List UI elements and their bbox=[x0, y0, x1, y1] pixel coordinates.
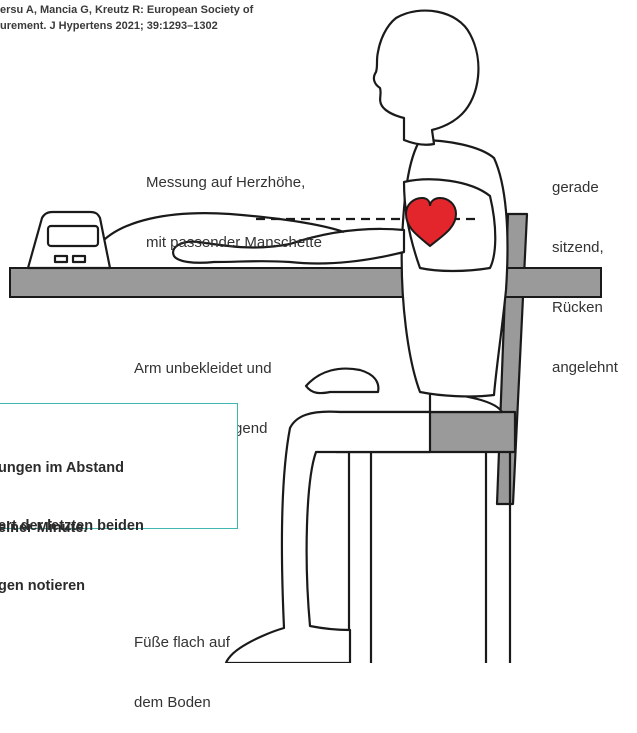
posture-label-line-1: gerade bbox=[552, 178, 618, 198]
info-item-2: ert der letzten beiden gen notieren bbox=[0, 476, 144, 636]
monitor-button-right bbox=[73, 256, 85, 262]
feet-label: Füße flach auf dem Boden bbox=[134, 593, 230, 733]
arm-label-line-1: Arm unbekleidet und bbox=[134, 359, 272, 379]
citation: ersu A, Mancia G, Kreutz R: European Soc… bbox=[0, 2, 253, 34]
info-item-1-line-1: ungen im Abstand bbox=[0, 458, 124, 478]
posture-label-line-4: angelehnt bbox=[552, 358, 618, 378]
measurement-label: Messung auf Herzhöhe, mit passender Mans… bbox=[146, 133, 322, 273]
measurement-label-line-1: Messung auf Herzhöhe, bbox=[146, 173, 322, 193]
citation-line-1: ersu A, Mancia G, Kreutz R: European Soc… bbox=[0, 2, 253, 18]
person-hand-lap bbox=[306, 369, 378, 394]
info-item-2-line-1: ert der letzten beiden bbox=[0, 516, 144, 536]
info-item-2-line-2: gen notieren bbox=[0, 576, 144, 596]
posture-label-line-2: sitzend, bbox=[552, 238, 618, 258]
monitor-display bbox=[48, 226, 98, 246]
posture-label: gerade sitzend, Rücken angelehnt bbox=[552, 138, 618, 398]
citation-line-2: urement. J Hypertens 2021; 39:1293–1302 bbox=[0, 18, 253, 34]
info-box: ungen im Abstand einer Minute. ert der l… bbox=[0, 403, 238, 529]
feet-label-line-1: Füße flach auf bbox=[134, 633, 230, 653]
person-head bbox=[374, 11, 478, 145]
posture-label-line-3: Rücken bbox=[552, 298, 618, 318]
feet-label-line-2: dem Boden bbox=[134, 693, 230, 713]
blood-pressure-monitor bbox=[28, 212, 110, 268]
measurement-label-line-2: mit passender Manschette bbox=[146, 233, 322, 253]
monitor-button-left bbox=[55, 256, 67, 262]
